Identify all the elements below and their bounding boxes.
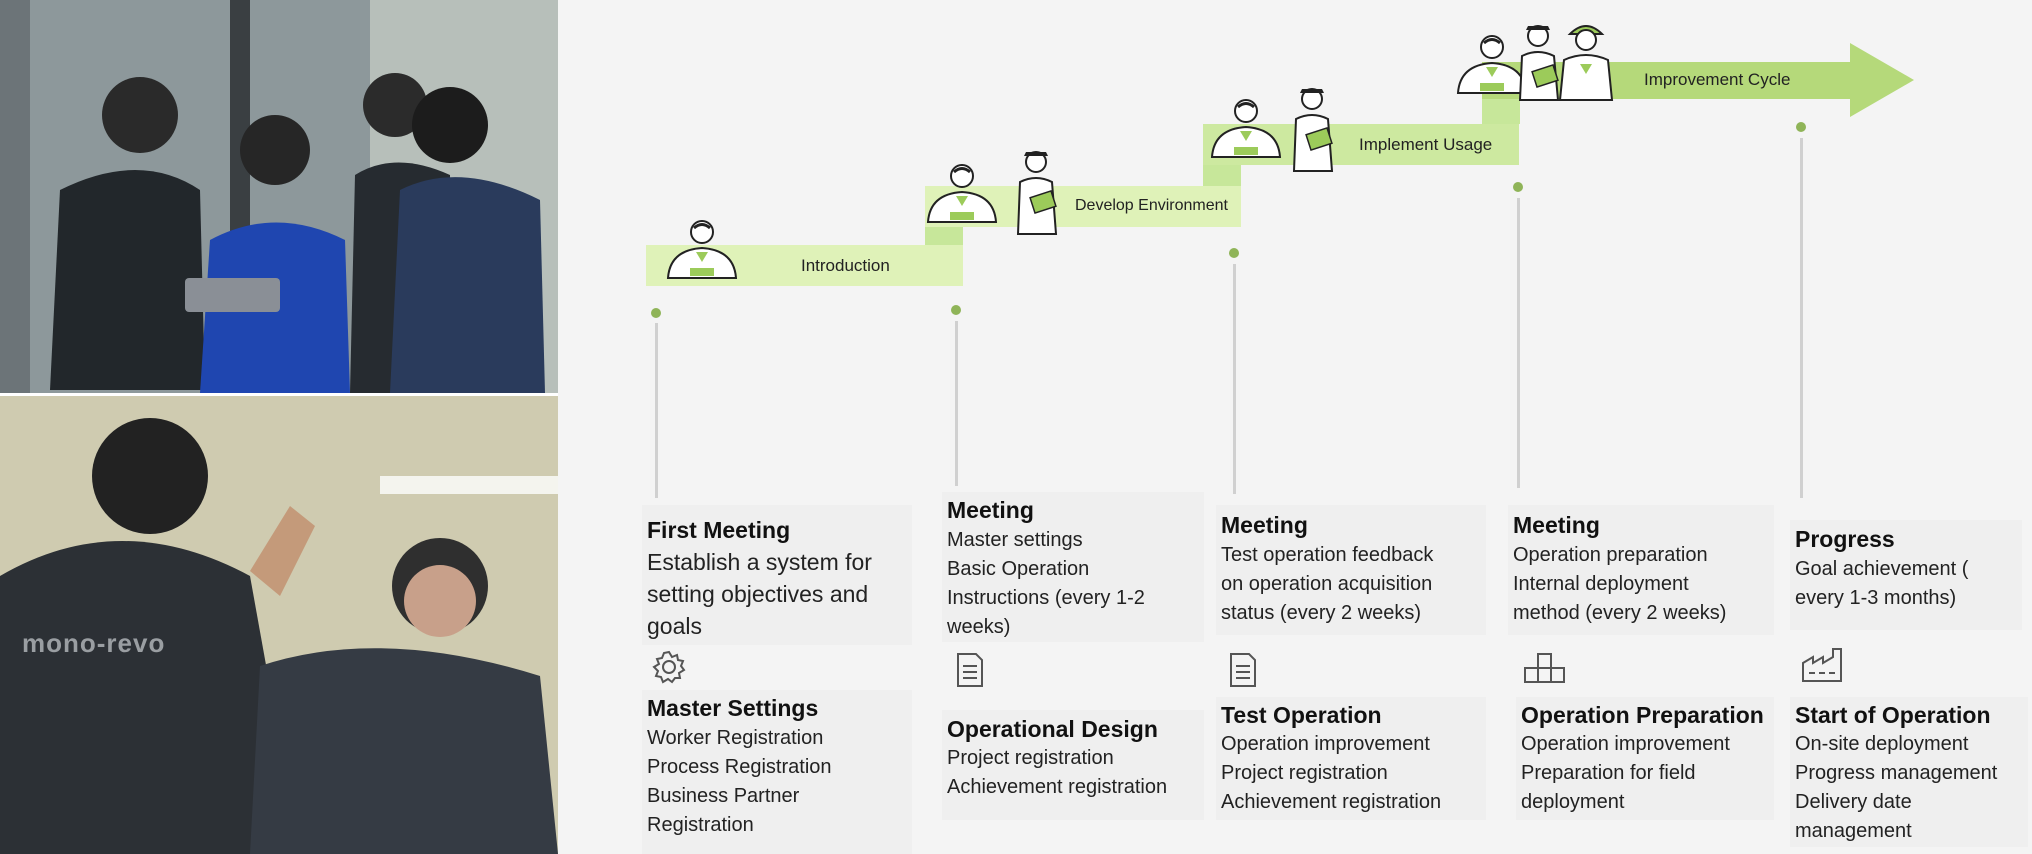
document-icon — [957, 653, 983, 687]
factory-icon — [1802, 648, 1842, 682]
timeline-line — [955, 321, 958, 486]
team-tablet-photo — [0, 0, 558, 393]
document-icon — [1230, 653, 1256, 687]
stage-improvement-label: Improvement Cycle — [1644, 70, 1791, 89]
timeline-line — [1800, 138, 1803, 498]
photo-divider — [0, 393, 558, 396]
progress-details: Goal achievement ( every 1-3 months) — [1795, 558, 1969, 609]
worker-icon — [926, 164, 998, 223]
stage-implement-label: Implement Usage — [1359, 135, 1493, 154]
phase-details: On-site deployment Progress management D… — [1795, 733, 1998, 842]
inspector-icon — [1518, 25, 1560, 101]
inspector-icon — [1292, 88, 1334, 172]
phase-title: Start of Operation — [1795, 702, 1991, 728]
meeting-card — [942, 492, 1204, 642]
meeting-card — [642, 505, 912, 645]
timeline-line — [1517, 198, 1520, 488]
progress-card — [1790, 520, 2022, 630]
timeline-line — [1233, 264, 1236, 494]
meeting-details: Master settings Basic Operation Instruct… — [947, 529, 1145, 638]
timeline-dot — [1513, 182, 1523, 192]
meeting-card — [1508, 505, 1774, 635]
timeline-dot — [1229, 248, 1239, 258]
meeting-title: Meeting — [947, 497, 1034, 523]
stage-introduction-label: Introduction — [801, 256, 890, 275]
phase-card — [942, 710, 1204, 820]
phase-title: Test Operation — [1221, 702, 1382, 728]
boxes-icon — [1524, 653, 1565, 683]
team-highfive-photo: mono-revo — [0, 396, 558, 854]
progress-title: Progress — [1795, 526, 1895, 552]
phase-card — [1216, 697, 1486, 820]
phase-card — [642, 690, 912, 854]
phase-title: Operation Preparation — [1521, 702, 1764, 728]
phase-title: Master Settings — [647, 695, 819, 721]
phase-details: Worker Registration Process Registration… — [647, 727, 832, 836]
phase-details: Operation improvement Preparation for fi… — [1521, 733, 1730, 813]
gear-icon — [652, 650, 686, 684]
worker-icon — [666, 220, 738, 279]
timeline-dot — [951, 305, 961, 315]
meeting-title: Meeting — [1513, 512, 1600, 538]
phase-details: Project registration Achievement registr… — [947, 747, 1168, 798]
timeline-line — [655, 323, 658, 498]
jacket-logo: mono-revo — [22, 628, 166, 658]
meeting-card — [1216, 505, 1486, 635]
meeting-title: Meeting — [1221, 512, 1308, 538]
worker-icon — [1210, 99, 1282, 158]
phase-details: Operation improvement Project registrati… — [1221, 733, 1442, 813]
meeting-details: Operation preparation Internal deploymen… — [1513, 544, 1727, 624]
meeting-title: First Meeting — [647, 517, 791, 543]
timeline-dot — [1796, 122, 1806, 132]
meeting-details: Establish a system for setting objective… — [647, 549, 872, 639]
phase-title: Operational Design — [947, 716, 1158, 742]
stage-develop-label: Develop Environment — [1075, 197, 1228, 214]
phase-card — [1790, 697, 2028, 847]
inspector-icon — [1016, 151, 1058, 235]
meeting-details: Test operation feedback on operation acq… — [1221, 544, 1434, 624]
timeline-dot — [651, 308, 661, 318]
phase-card — [1516, 697, 1774, 820]
helmet-worker-icon — [1558, 25, 1614, 101]
